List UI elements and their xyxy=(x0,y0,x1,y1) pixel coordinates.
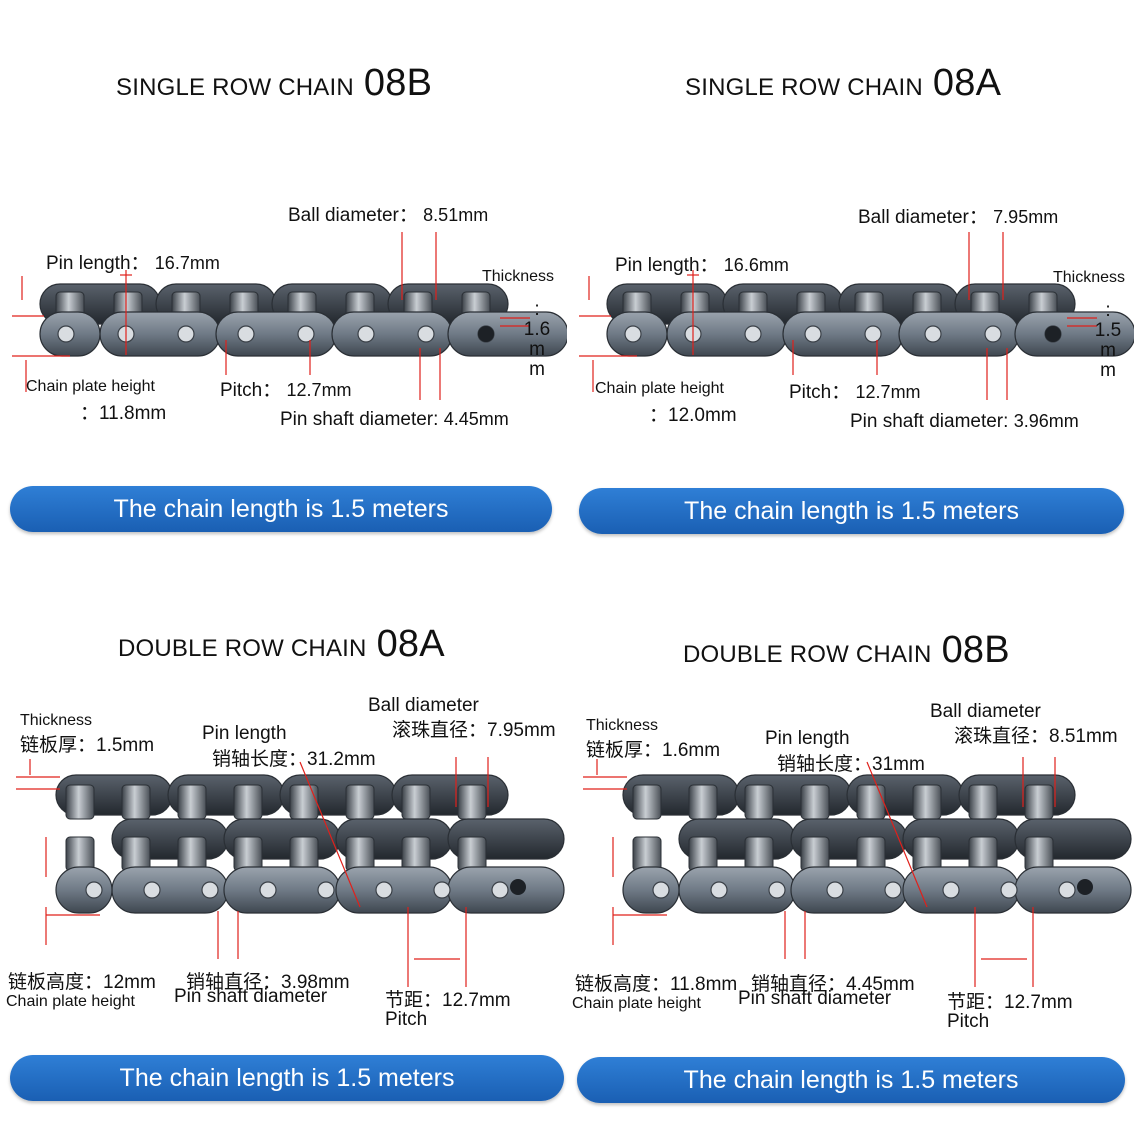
pin-length-cn-label: 销轴长度：31.2mm xyxy=(212,749,376,770)
thickness-cn-label: 链板厚：1.6mm xyxy=(586,740,721,761)
pin-length-label: Pin length： 16.7mm xyxy=(46,253,220,274)
chain-length-banner: The chain length is 1.5 meters xyxy=(579,488,1124,534)
title-text: SINGLE ROW CHAIN xyxy=(116,74,354,101)
pin-shaft-diameter-label: Pin shaft diameter xyxy=(174,986,328,1007)
ball-diameter-label: Ball diameter： 8.51mm xyxy=(288,205,489,226)
pitch-cn-label: 节距：12.7mm xyxy=(385,990,511,1011)
chain-plate-height-label: Chain plate height xyxy=(26,378,155,395)
title-text: DOUBLE ROW CHAIN xyxy=(683,641,932,668)
chain-plate-height-value: ：12.0mm xyxy=(649,405,737,426)
ball-diameter-cn-label: 滚珠直径：8.51mm xyxy=(954,726,1118,747)
pin-length-label: Pin length： 16.6mm xyxy=(615,255,789,276)
chain-length-banner: The chain length is 1.5 meters xyxy=(577,1057,1125,1103)
chain-plate-height-value: ：11.8mm xyxy=(80,403,167,424)
title-code: 08B xyxy=(941,629,1010,671)
chain-plate-height-cn-label: 链板高度：12mm xyxy=(8,972,156,993)
pin-shaft-diameter-cn-label: 销轴直径：4.45mm xyxy=(751,974,915,995)
title-text: DOUBLE ROW CHAIN xyxy=(118,635,367,662)
thickness-label: Thickness xyxy=(1053,269,1126,286)
chain-length-banner: The chain length is 1.5 meters xyxy=(10,486,552,532)
chain-plate-height-label: Chain plate height xyxy=(572,995,701,1012)
chain-plate-height-label: Chain plate height xyxy=(595,380,724,397)
ball-diameter-label: Ball diameter： 7.95mm xyxy=(858,207,1059,228)
panel-title: SINGLE ROW CHAIN 08B xyxy=(116,62,432,105)
double-chain-diagram xyxy=(16,757,565,987)
title-code: 08B xyxy=(363,62,433,104)
panel-title: DOUBLE ROW CHAIN 08B xyxy=(683,629,1010,672)
title-text: SINGLE ROW CHAIN xyxy=(685,74,923,101)
thickness-label: Thickness xyxy=(586,717,659,734)
pitch-label: Pitch xyxy=(947,1011,990,1032)
ball-diameter-label: Ball diameter xyxy=(930,701,1041,722)
pin-shaft-diameter-label: Pin shaft diameter xyxy=(738,988,892,1009)
single-chain-diagram xyxy=(579,232,1134,400)
pitch-label: Pitch： 12.7mm xyxy=(220,380,352,401)
thickness-cn-label: 链板厚：1.5mm xyxy=(20,735,155,756)
pitch-label: Pitch xyxy=(385,1009,428,1030)
pin-shaft-diameter-cn-label: 销轴直径：3.98mm xyxy=(186,972,350,993)
panel-single-08b: SINGLE ROW CHAIN 08B Ball diameter： 8.51m… xyxy=(0,0,567,567)
ball-diameter-label: Ball diameter xyxy=(368,695,479,716)
chain-plate-height-cn-label: 链板高度：11.8mm xyxy=(575,974,738,995)
double-chain-diagram xyxy=(583,757,1132,987)
thickness-label: Thickness xyxy=(20,712,93,729)
chain-length-banner: The chain length is 1.5 meters xyxy=(10,1055,564,1101)
panel-title: SINGLE ROW CHAIN 08A xyxy=(685,62,1001,105)
single-chain-diagram xyxy=(12,232,567,400)
pin-shaft-diameter-label: Pin shaft diameter: 3.96mm xyxy=(850,411,1079,432)
pin-length-label: Pin length xyxy=(202,723,287,744)
pitch-label: Pitch： 12.7mm xyxy=(789,382,921,403)
title-code: 08A xyxy=(932,62,1002,104)
pin-shaft-diameter-label: Pin shaft diameter: 4.45mm xyxy=(280,409,509,430)
ball-diameter-cn-label: 滚珠直径：7.95mm xyxy=(392,720,556,741)
pin-length-label: Pin length xyxy=(765,728,850,749)
title-code: 08A xyxy=(376,623,445,665)
thickness-label: Thickness xyxy=(482,268,555,285)
panel-single-08a: SINGLE ROW CHAIN 08A Ball diameter： 7.95m… xyxy=(567,0,1134,567)
chain-plate-height-label: Chain plate height xyxy=(6,993,135,1010)
panel-title: DOUBLE ROW CHAIN 08A xyxy=(118,623,445,666)
pin-length-cn-label: 销轴长度：31mm xyxy=(777,754,925,775)
pitch-cn-label: 节距：12.7mm xyxy=(947,992,1073,1013)
